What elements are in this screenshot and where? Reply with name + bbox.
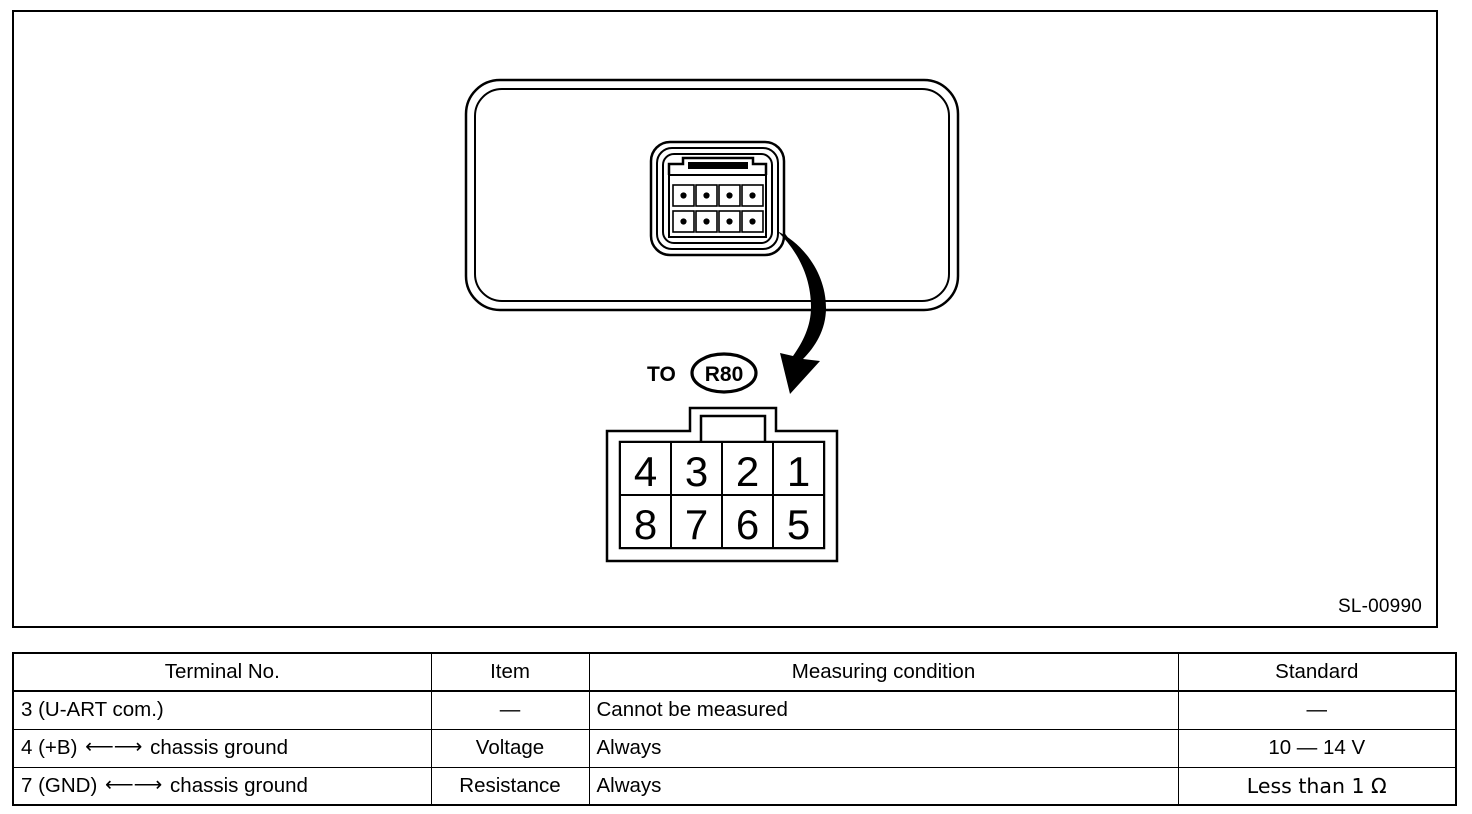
cell-terminal: 4 (+B) ⟵⟶ chassis ground [12,728,432,768]
pin-number-label: 7 [685,501,708,548]
pin-cell [772,441,825,496]
cell-standard: — [1177,690,1457,730]
cell-terminal-prefix: 7 (GND) [21,773,103,797]
callout-arrow-shape [777,231,826,394]
inset-pin-dot [749,192,756,199]
cell-terminal-suffix: chassis ground [164,773,308,797]
pin-cell [721,441,774,496]
callout-arrow [777,231,826,394]
cell-item: — [430,690,590,730]
inset-lock-tab [667,156,768,175]
table-header-row: Terminal No. Item Measuring condition St… [12,652,1457,692]
to-reference-label: TO R80 [647,352,758,394]
cell-condition: Cannot be measured [588,690,1179,730]
pin-cell [772,494,825,549]
column-header-item: Item [430,652,590,692]
cell-condition: Always [588,766,1179,806]
pin-number-label: 3 [685,448,708,495]
cell-standard: 10 — 14 V [1177,728,1457,768]
inset-connector [649,140,791,257]
inset-pin-dot [703,218,710,225]
cell-condition: Always [588,728,1179,768]
bidirectional-arrow-icon: ⟵⟶ [105,773,163,796]
bidirectional-arrow-icon: ⟵⟶ [85,735,143,758]
pin-number-label: 8 [634,501,657,548]
inset-pin-dot [680,192,687,199]
pin-numbering-diagram: 4 3 2 1 8 7 6 5 [605,406,839,563]
cell-standard: Less than 1 Ω [1177,766,1457,806]
inset-pin-dot [703,192,710,199]
inset-tab-slot [688,162,748,169]
pin-number-label: 4 [634,448,657,495]
pin-number-label: 1 [787,448,810,495]
table-row: 3 (U-ART com.) — Cannot be measured — [12,690,1457,730]
inset-cavity-row-top [672,184,764,207]
column-header-terminal: Terminal No. [12,652,432,692]
pin-cell [721,494,774,549]
cell-item: Resistance [430,766,590,806]
inset-pin-dot [680,218,687,225]
cell-terminal-suffix: chassis ground [144,735,289,759]
connector-ref-ellipse [690,352,758,394]
cell-terminal: 7 (GND) ⟵⟶ chassis ground [12,766,432,806]
table-row: 7 (GND) ⟵⟶ chassis ground Resistance Alw… [12,766,1457,806]
inset-pin-dot [726,192,733,199]
table-row: 4 (+B) ⟵⟶ chassis ground Voltage Always … [12,728,1457,768]
pin-row-bottom: 8 7 6 5 [619,494,825,549]
pin-cell [670,494,723,549]
inset-pin-dot [749,218,756,225]
pin-diagram-tab-notch [699,414,767,442]
cell-item: Voltage [430,728,590,768]
connector-ref-text: R80 [705,363,744,386]
cell-terminal-prefix: 4 (+B) [21,735,84,759]
pin-number-label: 5 [787,501,810,548]
column-header-condition: Measuring condition [588,652,1179,692]
inset-pin-dot [726,218,733,225]
pin-number-label: 2 [736,448,759,495]
pin-number-label: 6 [736,501,759,548]
inset-cavity-row-bottom [672,210,764,233]
to-label-text: TO [647,363,676,386]
cell-terminal: 3 (U-ART com.) [12,690,432,730]
terminal-spec-table: Terminal No. Item Measuring condition St… [12,652,1457,806]
pin-row-top: 4 3 2 1 [619,441,825,496]
connector-illustration: TO R80 4 3 2 1 [464,78,960,563]
column-header-standard: Standard [1177,652,1457,692]
figure-code-label: SL-00990 [1337,596,1422,617]
figure-frame: TO R80 4 3 2 1 [12,10,1438,628]
